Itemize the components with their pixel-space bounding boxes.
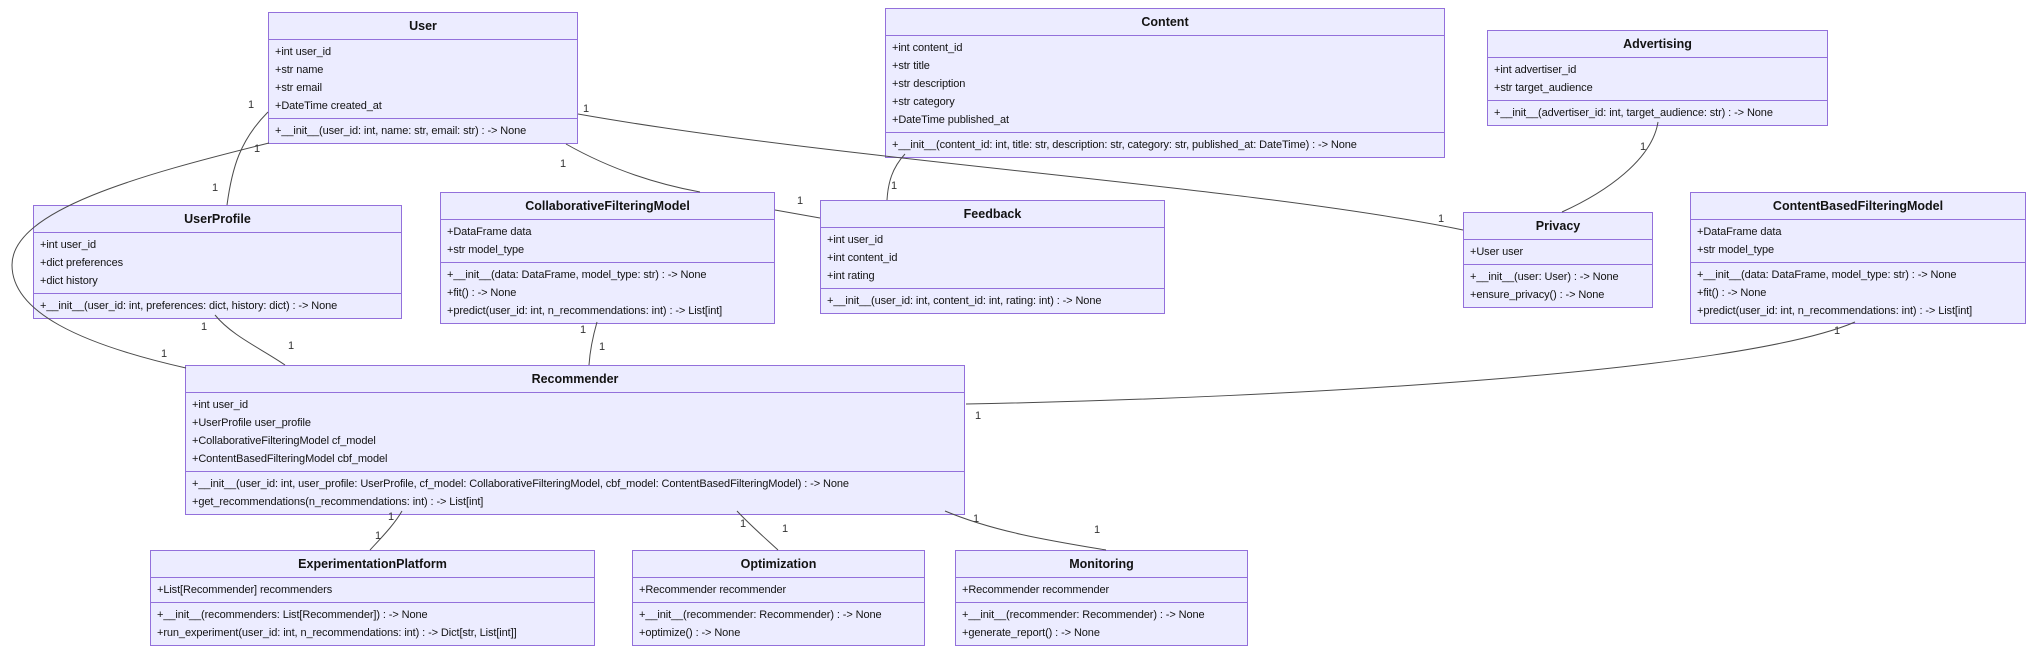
class-attribute: +CollaborativeFilteringModel cf_model bbox=[192, 435, 376, 447]
class-attribute: +int content_id bbox=[892, 42, 963, 54]
class-attribute: +str email bbox=[275, 82, 322, 94]
class-methods: +__init__(recommenders: List[Recommender… bbox=[151, 603, 594, 645]
class-Monitoring: Monitoring +Recommender recommender +__ini… bbox=[955, 550, 1248, 646]
class-attributes: +DataFrame data +str model_type bbox=[441, 220, 774, 263]
class-attribute: +DataFrame data bbox=[1697, 226, 1782, 238]
class-attribute: +List[Recommender] recommenders bbox=[157, 584, 333, 596]
class-attribute: +DateTime published_at bbox=[892, 114, 1009, 126]
class-attribute: +int user_id bbox=[40, 239, 96, 251]
class-methods: +__init__(user_id: int, user_profile: Us… bbox=[186, 472, 964, 514]
class-methods: +__init__(user: User) : -> None +ensure_p… bbox=[1464, 265, 1652, 307]
class-title: Content bbox=[886, 9, 1444, 36]
class-attribute: +int user_id bbox=[192, 399, 248, 411]
class-methods: +__init__(data: DataFrame, model_type: s… bbox=[441, 263, 774, 323]
class-methods: +__init__(content_id: int, title: str, d… bbox=[886, 133, 1444, 157]
class-attributes: +User user bbox=[1464, 240, 1652, 265]
class-method: +__init__(data: DataFrame, model_type: s… bbox=[1697, 269, 1957, 281]
class-method: +__init__(user_id: int, content_id: int,… bbox=[827, 295, 1102, 307]
class-CollaborativeFilteringModel: CollaborativeFilteringModel+DataFrame da… bbox=[440, 192, 775, 324]
class-attribute: +str model_type bbox=[447, 244, 525, 256]
class-attribute: +DataFrame data bbox=[447, 226, 532, 238]
class-ExperimentationPlatform: ExperimentationPlatform +List[Recommender… bbox=[150, 550, 595, 646]
class-methods: +__init__(advertiser_id: int, target_aud… bbox=[1488, 101, 1827, 125]
class-methods: +__init__(user_id: int, name: str, email… bbox=[269, 119, 577, 143]
class-title: Monitoring bbox=[956, 551, 1247, 578]
class-attribute: +dict preferences bbox=[40, 257, 123, 269]
class-attributes: +Recommender recommender bbox=[633, 578, 924, 603]
class-title: Privacy bbox=[1464, 213, 1652, 240]
class-method: +__init__(recommenders: List[Recommender… bbox=[157, 609, 428, 621]
class-methods: +__init__(recommender: Recommender) : ->… bbox=[633, 603, 924, 645]
class-method: +__init__(advertiser_id: int, target_aud… bbox=[1494, 107, 1773, 119]
class-method: +__init__(user: User) : -> None bbox=[1470, 271, 1619, 283]
class-method: +__init__(user_id: int, name: str, email… bbox=[275, 125, 527, 137]
class-User: User +int user_id +str name +str email +Date… bbox=[268, 12, 578, 144]
class-attribute: +Recommender recommender bbox=[962, 584, 1110, 596]
class-attribute: +str title bbox=[892, 60, 930, 72]
class-attributes: +int user_id +UserProfile user_profile +Co… bbox=[186, 393, 964, 472]
class-attribute: +DateTime created_at bbox=[275, 100, 382, 112]
class-attribute: +dict history bbox=[40, 275, 98, 287]
class-method: +fit() : -> None bbox=[1697, 287, 1767, 299]
class-attributes: +Recommender recommender bbox=[956, 578, 1247, 603]
class-title: ContentBasedFilteringModel bbox=[1691, 193, 2025, 220]
class-methods: +__init__(recommender: Recommender) : ->… bbox=[956, 603, 1247, 645]
class-attributes: +List[Recommender] recommenders bbox=[151, 578, 594, 603]
class-title: Feedback bbox=[821, 201, 1164, 228]
class-method: +__init__(user_id: int, preferences: dic… bbox=[40, 300, 338, 312]
class-method: +run_experiment(user_id: int, n_recommen… bbox=[157, 627, 517, 639]
class-attribute: +str description bbox=[892, 78, 966, 90]
class-attribute: +Recommender recommender bbox=[639, 584, 787, 596]
class-attribute: +int advertiser_id bbox=[1494, 64, 1577, 76]
class-Feedback: Feedback+int user_id+int content_id+int … bbox=[820, 200, 1165, 314]
class-title: CollaborativeFilteringModel bbox=[441, 193, 774, 220]
class-method: +ensure_privacy() : -> None bbox=[1470, 289, 1605, 301]
class-Advertising: Advertising +int advertiser_id +str target… bbox=[1487, 30, 1828, 126]
class-attribute: +ContentBasedFilteringModel cbf_model bbox=[192, 453, 388, 465]
class-attribute: +str name bbox=[275, 64, 324, 76]
class-ContentBasedFilteringModel: ContentBasedFilteringModel+DataFrame dat… bbox=[1690, 192, 2026, 324]
class-method: +__init__(data: DataFrame, model_type: s… bbox=[447, 269, 707, 281]
class-Optimization: Optimization +Recommender recommender +__i… bbox=[632, 550, 925, 646]
class-method: +__init__(user_id: int, user_profile: Us… bbox=[192, 478, 849, 490]
class-attributes: +int advertiser_id +str target_audience bbox=[1488, 58, 1827, 101]
class-title: ExperimentationPlatform bbox=[151, 551, 594, 578]
class-UserProfile: UserProfile +int user_id +dict preferences… bbox=[33, 205, 402, 319]
class-attributes: +int content_id +str title +str descriptio… bbox=[886, 36, 1444, 133]
class-method: +__init__(recommender: Recommender) : ->… bbox=[639, 609, 882, 621]
class-method: +fit() : -> None bbox=[447, 287, 517, 299]
class-attributes: +int user_id +dict preferences +dict histo… bbox=[34, 233, 401, 294]
class-method: +__init__(content_id: int, title: str, d… bbox=[892, 139, 1357, 151]
class-attribute: +UserProfile user_profile bbox=[192, 417, 311, 429]
class-title: Advertising bbox=[1488, 31, 1827, 58]
class-attribute: +str model_type bbox=[1697, 244, 1775, 256]
class-attributes: +int user_id +str name +str email +DateTime… bbox=[269, 40, 577, 119]
class-method: +get_recommendations(n_recommendations: … bbox=[192, 496, 484, 508]
class-methods: +__init__(data: DataFrame, model_type: s… bbox=[1691, 263, 2025, 323]
class-attributes: +int user_id +int content_id +int rating bbox=[821, 228, 1164, 289]
class-attribute: +str target_audience bbox=[1494, 82, 1593, 94]
class-method: +predict(user_id: int, n_recommendations… bbox=[447, 305, 723, 317]
class-method: +generate_report() : -> None bbox=[962, 627, 1100, 639]
class-method: +optimize() : -> None bbox=[639, 627, 741, 639]
class-method: +predict(user_id: int, n_recommendations… bbox=[1697, 305, 1973, 317]
class-methods: +__init__(user_id: int, preferences: dic… bbox=[34, 294, 401, 318]
class-title: User bbox=[269, 13, 577, 40]
class-Recommender: Recommender +int user_id +UserProfile user… bbox=[185, 365, 965, 515]
class-Content: Content +int content_id +str title +str des… bbox=[885, 8, 1445, 158]
class-title: UserProfile bbox=[34, 206, 401, 233]
class-attributes: +DataFrame data +str model_type bbox=[1691, 220, 2025, 263]
class-title: Optimization bbox=[633, 551, 924, 578]
class-method: +__init__(recommender: Recommender) : ->… bbox=[962, 609, 1205, 621]
class-attribute: +User user bbox=[1470, 246, 1524, 258]
class-attribute: +str category bbox=[892, 96, 955, 108]
class-methods: +__init__(user_id: int, content_id: int,… bbox=[821, 289, 1164, 313]
class-attribute: +int user_id bbox=[827, 234, 883, 246]
class-attribute: +int user_id bbox=[275, 46, 331, 58]
class-attribute: +int content_id bbox=[827, 252, 898, 264]
class-title: Recommender bbox=[186, 366, 964, 393]
class-Privacy: Privacy +User user +__init__(user: User) :… bbox=[1463, 212, 1653, 308]
class-attribute: +int rating bbox=[827, 270, 875, 282]
